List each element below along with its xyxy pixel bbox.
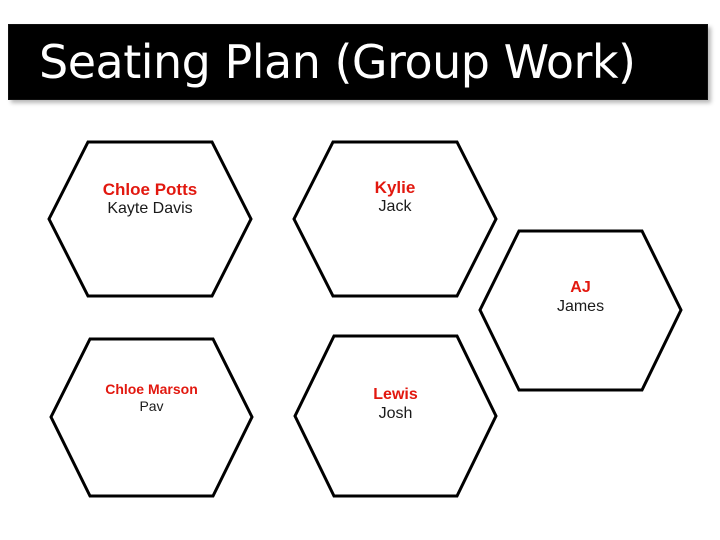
seat-labels: Lewis Josh <box>293 386 498 424</box>
seat-secondary-name: Kayte Davis <box>107 200 193 218</box>
seat-labels: Kylie Jack <box>292 178 498 217</box>
page-title: Seating Plan (Group Work) <box>39 35 636 89</box>
seat-labels: AJ James <box>478 279 683 317</box>
seat-primary-name: Chloe Marson <box>105 381 198 397</box>
seat-primary-name: Lewis <box>373 386 418 403</box>
seat-labels: Chloe Potts Kayte Davis <box>47 180 253 219</box>
seat-hexagon-chloe-marson[interactable]: Chloe Marson Pav <box>49 337 254 498</box>
seat-primary-name: Kylie <box>374 178 416 197</box>
seat-labels: Chloe Marson Pav <box>49 381 254 414</box>
hexagon-shape-icon <box>49 337 254 498</box>
seat-secondary-name: Pav <box>139 397 164 414</box>
title-banner: Seating Plan (Group Work) <box>8 24 708 100</box>
seat-primary-name: Chloe Potts <box>102 180 198 199</box>
seat-secondary-name: Jack <box>378 198 412 216</box>
seat-hexagon-kylie[interactable]: Kylie Jack <box>292 140 498 298</box>
seat-hexagon-aj[interactable]: AJ James <box>478 229 683 392</box>
seat-hexagon-chloe-potts[interactable]: Chloe Potts Kayte Davis <box>47 140 253 298</box>
seat-hexagon-lewis[interactable]: Lewis Josh <box>293 334 498 498</box>
seat-secondary-name: James <box>556 297 605 315</box>
seat-primary-name: AJ <box>570 279 591 296</box>
hexagon-shape-icon <box>478 229 683 392</box>
seat-secondary-name: Josh <box>378 404 413 422</box>
hexagon-shape-icon <box>292 140 498 298</box>
hexagon-shape-icon <box>293 334 498 498</box>
hexagon-shape-icon <box>47 140 253 298</box>
